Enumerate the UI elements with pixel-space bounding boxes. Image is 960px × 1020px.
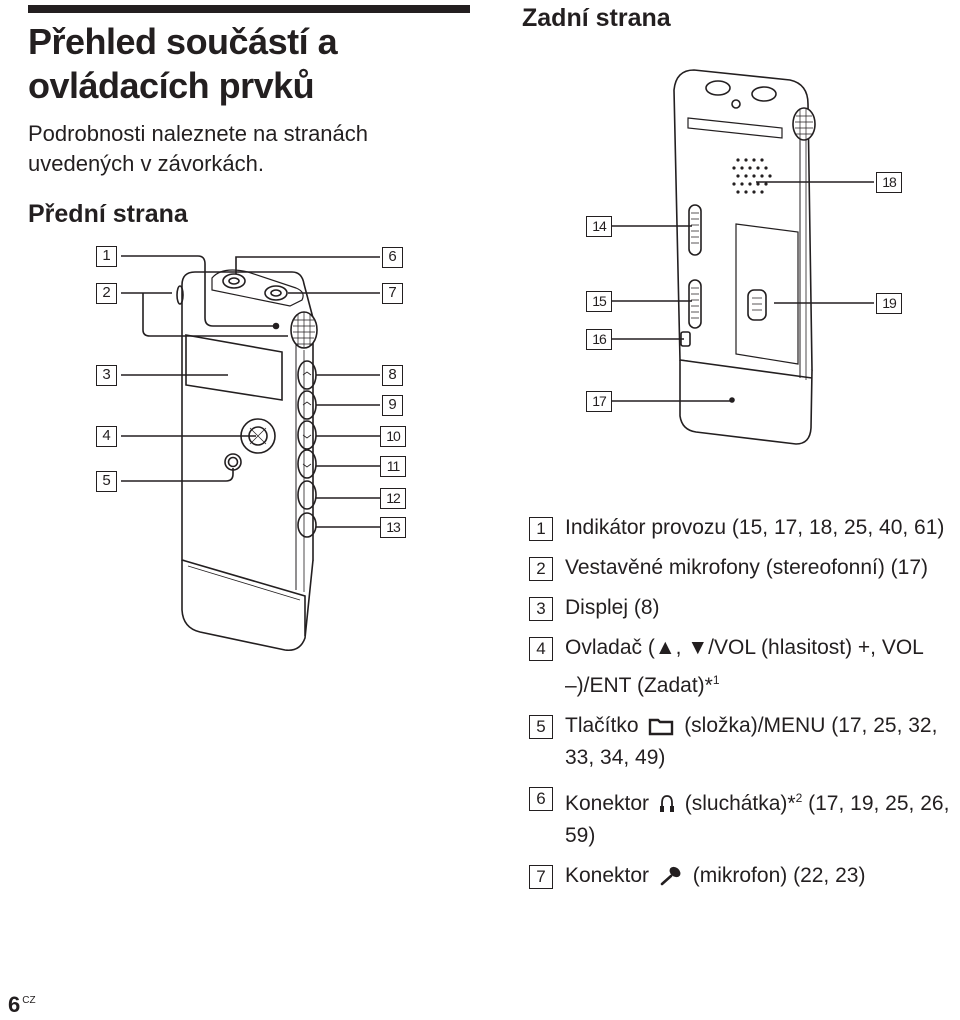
footnote-marker: 1 <box>712 673 720 687</box>
callout-9: 9 <box>382 395 403 416</box>
callout-12: 12 <box>380 488 406 509</box>
subtitle-line-1: Podrobnosti naleznete na stranách <box>28 121 369 146</box>
up-triangle-icon: ▲ <box>654 636 676 659</box>
item-text-b: (sluchátka)* <box>678 792 796 815</box>
front-device-drawing <box>121 255 380 652</box>
item-text: Vestavěné mikrofony (stereofonní) (17) <box>565 556 929 579</box>
item-separator: , <box>675 636 688 659</box>
item-number: 7 <box>529 865 553 889</box>
callout-17: 17 <box>586 391 612 412</box>
item-text-a: Konektor <box>565 792 655 815</box>
subtitle-line-2: uvedených v závorkách. <box>28 151 265 176</box>
down-triangle-icon: ▼ <box>687 636 709 659</box>
item-text-b: (mikrofon) (22, 23) <box>686 864 866 887</box>
callout-16: 16 <box>586 329 612 350</box>
callout-1: 1 <box>96 246 117 267</box>
callout-6: 6 <box>382 247 403 268</box>
callout-14: 14 <box>586 216 612 237</box>
callout-10: 10 <box>380 426 406 447</box>
parts-list: 1 Indikátor provozu (15, 17, 18, 25, 40,… <box>528 512 953 900</box>
list-item: 2 Vestavěné mikrofony (stereofonní) (17) <box>528 552 953 584</box>
item-text-b: /VOL (hlasitost) +, VOL –)/ENT (Zadat)* <box>565 636 924 697</box>
footnote-marker: 2 <box>795 791 803 805</box>
callout-3: 3 <box>96 365 117 386</box>
callout-7: 7 <box>382 283 403 304</box>
item-text-c: (17, 19, 25, 26, 59) <box>565 792 950 847</box>
front-heading: Přední strana <box>28 200 188 228</box>
callout-8: 8 <box>382 365 403 386</box>
rear-device-drawing <box>612 69 874 445</box>
item-text-a: Konektor <box>565 864 655 887</box>
callout-15: 15 <box>586 291 612 312</box>
rear-heading: Zadní strana <box>522 4 671 32</box>
folder-icon <box>649 719 674 736</box>
item-number: 1 <box>529 517 553 541</box>
page-language: CZ <box>22 995 36 1006</box>
list-item: 1 Indikátor provozu (15, 17, 18, 25, 40,… <box>528 512 953 544</box>
callout-18: 18 <box>876 172 902 193</box>
item-number: 4 <box>529 637 553 661</box>
item-text-a: Ovladač ( <box>565 636 655 659</box>
page-number-value: 6 <box>8 992 21 1017</box>
callout-4: 4 <box>96 426 117 447</box>
headphones-icon <box>659 795 674 813</box>
list-item: 6 Konektor (sluchátka)*2 (17, 19, 25, 26… <box>528 782 953 852</box>
item-text: Displej (8) <box>565 596 660 619</box>
title-line-2: ovládacích prvků <box>28 65 315 106</box>
page-subtitle: Podrobnosti naleznete na stranách uveden… <box>28 119 468 179</box>
microphone-icon <box>660 867 681 886</box>
item-number: 5 <box>529 715 553 739</box>
item-number: 6 <box>529 787 553 811</box>
list-item: 7 Konektor (mikrofon) (22, 23) <box>528 860 953 892</box>
item-number: 2 <box>529 557 553 581</box>
callout-19: 19 <box>876 293 902 314</box>
title-line-1: Přehled součástí a <box>28 21 338 62</box>
top-rule <box>28 5 470 13</box>
callout-2: 2 <box>96 283 117 304</box>
list-item: 3 Displej (8) <box>528 592 953 624</box>
callout-11: 11 <box>380 456 406 477</box>
callout-13: 13 <box>380 517 406 538</box>
page-title: Přehled součástí a ovládacích prvků <box>28 20 468 108</box>
callout-5: 5 <box>96 471 117 492</box>
list-item: 5 Tlačítko (složka)/MENU (17, 25, 32, 33… <box>528 710 953 774</box>
item-text: Indikátor provozu (15, 17, 18, 25, 40, 6… <box>565 516 945 539</box>
item-text-b: (složka)/MENU (17, 25, 32, 33, 34, 49) <box>565 714 938 769</box>
item-text-a: Tlačítko <box>565 714 645 737</box>
list-item: 4 Ovladač (▲, ▼/VOL (hlasitost) +, VOL –… <box>528 632 953 702</box>
item-number: 3 <box>529 597 553 621</box>
